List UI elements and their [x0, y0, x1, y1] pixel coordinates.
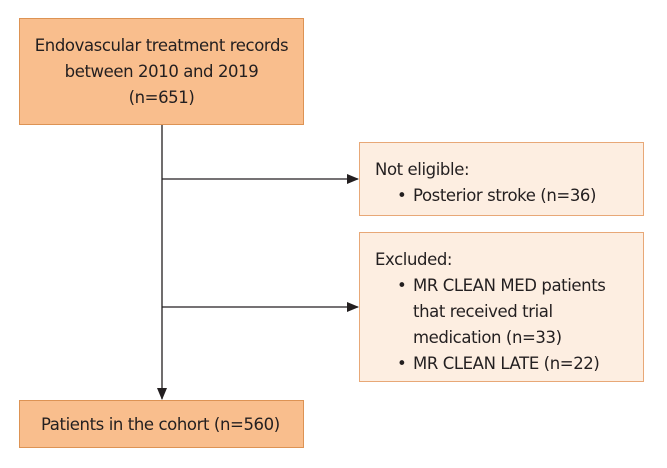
start-box-line: Endovascular treatment records	[34, 36, 289, 55]
bullet-icon: •	[397, 276, 407, 295]
list-item-text: medication (n=33)	[413, 328, 562, 347]
start-box-count: (n=651)	[128, 88, 195, 107]
list-item-text: MR CLEAN MED patients	[413, 276, 606, 295]
not-eligible-box: Not eligible: • Posterior stroke (n=36)	[359, 142, 644, 216]
list-item: • MR CLEAN LATE (n=22)	[375, 351, 643, 377]
list-item-text: that received trial	[413, 302, 553, 321]
list-item-text: MR CLEAN LATE (n=22)	[413, 354, 600, 373]
list-item-text: Posterior stroke (n=36)	[413, 186, 597, 205]
excluded-list: • MR CLEAN MED patients that received tr…	[375, 273, 643, 377]
excluded-box: Excluded: • MR CLEAN MED patients that r…	[359, 232, 644, 382]
list-item: • Posterior stroke (n=36)	[375, 183, 643, 209]
list-item: • MR CLEAN MED patients that received tr…	[375, 273, 643, 351]
bullet-icon: •	[397, 186, 407, 205]
end-box-label: Patients in the cohort (n=560)	[41, 415, 280, 434]
not-eligible-list: • Posterior stroke (n=36)	[375, 183, 643, 209]
excluded-heading: Excluded:	[375, 250, 453, 269]
not-eligible-heading: Not eligible:	[375, 160, 470, 179]
bullet-icon: •	[397, 354, 407, 373]
start-box: Endovascular treatment records between 2…	[19, 18, 304, 125]
end-box: Patients in the cohort (n=560)	[19, 400, 304, 448]
start-box-line: between 2010 and 2019	[64, 62, 259, 81]
